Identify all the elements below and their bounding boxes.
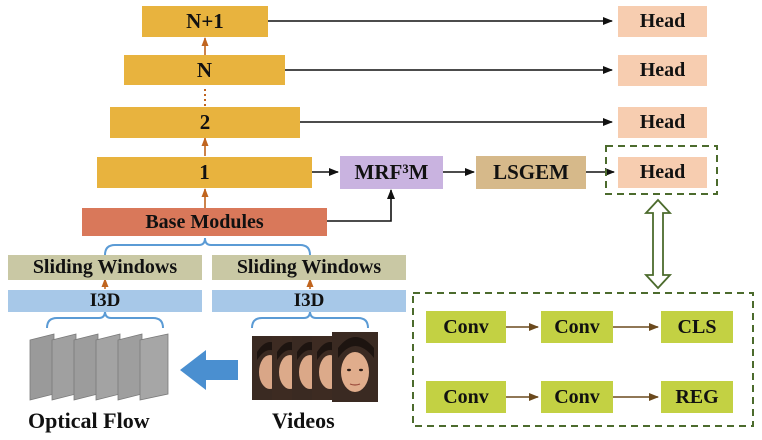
videos-label: Videos (272, 408, 335, 433)
optical-flow-label: Optical Flow (28, 408, 150, 433)
brace-sliding-windows (104, 237, 311, 256)
lsgem-module: LSGEM (476, 156, 586, 189)
head-level-2: Head (618, 107, 707, 138)
sliding-windows-right: Sliding Windows (212, 255, 406, 280)
i3d-right: I3D (212, 290, 406, 312)
sliding-windows-left: Sliding Windows (8, 255, 202, 280)
pyramid-level-n-plus-1: N+1 (142, 6, 268, 37)
cls-conv-2: Conv (541, 311, 613, 343)
expand-double-arrow (643, 198, 673, 290)
reg-output: REG (661, 381, 733, 413)
mrf3m-module: MRF³M (340, 156, 443, 189)
cls-output: CLS (661, 311, 733, 343)
head-level-n: Head (618, 55, 707, 86)
pyramid-level-1: 1 (97, 157, 312, 188)
big-left-arrow (180, 350, 238, 390)
optical-flow-frames (29, 333, 169, 401)
head-highlight-frame (605, 145, 718, 195)
brace-optical-flow (46, 310, 164, 329)
brace-videos (251, 310, 369, 329)
video-frames (252, 332, 378, 402)
pyramid-level-2: 2 (110, 107, 300, 138)
base-modules: Base Modules (82, 208, 327, 236)
reg-conv-2: Conv (541, 381, 613, 413)
head-detail-frame (412, 292, 754, 427)
head-level-n1: Head (618, 6, 707, 37)
arrow-base-to-mrf (327, 189, 395, 222)
i3d-left: I3D (8, 290, 202, 312)
cls-conv-1: Conv (426, 311, 506, 343)
reg-conv-1: Conv (426, 381, 506, 413)
head-level-1: Head (618, 157, 707, 188)
pyramid-level-n: N (124, 55, 285, 85)
